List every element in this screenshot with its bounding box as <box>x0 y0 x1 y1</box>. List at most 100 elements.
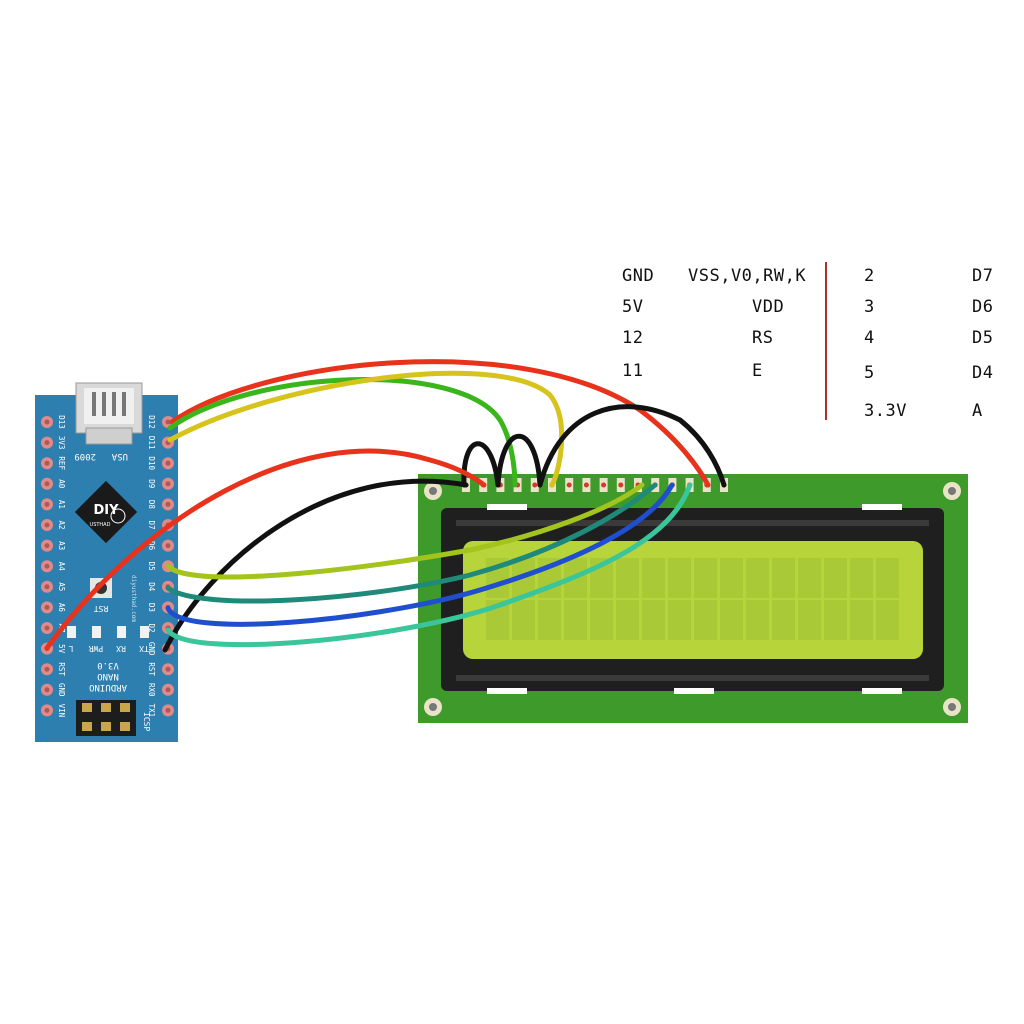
led-label-pwr: PWR <box>89 644 104 653</box>
lcd-cell <box>512 600 535 640</box>
pin-label: RST <box>57 662 66 676</box>
pin-label: 3V3 <box>57 436 66 450</box>
table-left-lcd-3: E <box>752 361 763 381</box>
pin-label: D3 <box>147 603 156 612</box>
led-pwr <box>92 626 101 638</box>
led-label-tx: TX <box>139 644 149 653</box>
wire-blue-d3-d6 <box>165 482 675 627</box>
led-tx <box>140 626 149 638</box>
led-label-l: L <box>68 644 73 653</box>
table-right-lcd-2: D5 <box>972 328 994 348</box>
pin-label: D6 <box>147 541 156 551</box>
lcd-cell <box>720 558 743 598</box>
wires <box>44 359 727 653</box>
url-label: diyusthad.com <box>130 575 137 622</box>
wire-yellow-d11-e <box>167 370 565 488</box>
wire-black-loop-2 <box>495 434 543 488</box>
pin-label: A2 <box>57 520 66 529</box>
table-left-board-2: 12 <box>622 328 644 348</box>
year-label: 2009 <box>74 451 96 461</box>
table-right-lcd-3: D4 <box>972 363 994 383</box>
lcd-cell <box>694 558 717 598</box>
lcd-cell <box>642 600 665 640</box>
pin-label: A3 <box>57 541 66 550</box>
lcd-cell <box>668 558 691 598</box>
pin-label: D4 <box>147 582 156 592</box>
wire-aqua-d2-d7 <box>165 482 693 648</box>
lcd-module <box>418 474 968 723</box>
pin-label: RX0 <box>147 683 156 697</box>
led-rx <box>117 626 126 638</box>
table-right-lcd-1: D6 <box>972 297 994 317</box>
board-name-line1: ARDUINO <box>89 682 127 692</box>
pin-label: D8 <box>147 500 156 510</box>
lcd-cell <box>850 558 873 598</box>
table-left-board-1: 5V <box>622 297 644 317</box>
icsp-header: ICSP <box>76 700 151 736</box>
arduino-nano-board: 2009 USA DIY USTHAD RST diyusthad.com L … <box>35 382 178 742</box>
board-pcb <box>35 395 178 742</box>
wire-green-d12-rs <box>167 377 518 488</box>
lcd-cell <box>694 600 717 640</box>
lcd-cell <box>564 600 587 640</box>
led-l <box>67 626 76 638</box>
lcd-cell <box>746 600 769 640</box>
pin-label: D13 <box>57 415 66 429</box>
board-version: V3.0 <box>97 660 119 670</box>
board-name-line2: NANO <box>97 671 119 681</box>
pin-label: D9 <box>147 479 156 488</box>
wire-teal-d4-d5 <box>165 482 658 604</box>
pin-label: D2 <box>147 623 156 632</box>
pin-label: 5V <box>57 644 66 654</box>
lcd-cell <box>616 558 639 598</box>
lcd-cell <box>798 600 821 640</box>
table-right-board-0: 2 <box>864 266 875 286</box>
diy-logo: DIY USTHAD <box>74 480 138 544</box>
usb-connector <box>75 382 143 445</box>
table-right-lcd-4: A <box>972 401 983 421</box>
wire-red-3v3-a <box>44 448 487 651</box>
lcd-cell <box>824 600 847 640</box>
lcd-cell <box>538 600 561 640</box>
lcd-cell <box>772 558 795 598</box>
wire-red-5v-vdd <box>169 359 711 488</box>
pin-label: VIN <box>57 704 66 718</box>
lcd-cell <box>850 600 873 640</box>
table-left-board-3: 11 <box>622 361 644 381</box>
lcd-cell <box>642 558 665 598</box>
pin-label: A1 <box>57 500 66 509</box>
pin-label: GND <box>147 642 156 656</box>
lcd-cell <box>876 600 899 640</box>
table-right-lcd-0: D7 <box>972 266 994 286</box>
pin-label: D7 <box>147 520 156 529</box>
wire-black-gnd-vss <box>162 478 469 653</box>
board-leds: L PWR RX TX <box>67 626 149 653</box>
pin-label: TX1 <box>147 704 156 718</box>
table-left-board-0: GND <box>622 266 655 286</box>
pin-label: D11 <box>147 436 156 450</box>
lcd-cell <box>876 558 899 598</box>
table-left-lcd-0: VSS,V0,RW,K <box>688 266 807 286</box>
rst-button-label: RST <box>94 604 109 613</box>
lcd-cell <box>668 600 691 640</box>
lcd-cell <box>720 600 743 640</box>
led-label-rx: RX <box>116 644 126 653</box>
wire-lime-d5-d4 <box>165 482 645 580</box>
pin-label: D12 <box>147 415 156 429</box>
pin-label: REF <box>57 456 66 470</box>
pin-label: D10 <box>147 456 156 470</box>
logo-text: DIY <box>93 503 119 518</box>
lcd-cell <box>824 558 847 598</box>
table-right-board-3: 5 <box>864 363 875 383</box>
table-left-lcd-2: RS <box>752 328 774 348</box>
wire-black-gnd-k <box>537 404 727 488</box>
pin-label: GND <box>57 683 66 697</box>
pin-label: A4 <box>57 562 66 572</box>
table-right-board-4: 3.3V <box>864 401 907 421</box>
lcd-cell <box>746 558 769 598</box>
table-right-board-1: 3 <box>864 297 875 317</box>
table-left-lcd-1: VDD <box>752 297 785 317</box>
icsp-label: ICSP <box>142 712 151 731</box>
